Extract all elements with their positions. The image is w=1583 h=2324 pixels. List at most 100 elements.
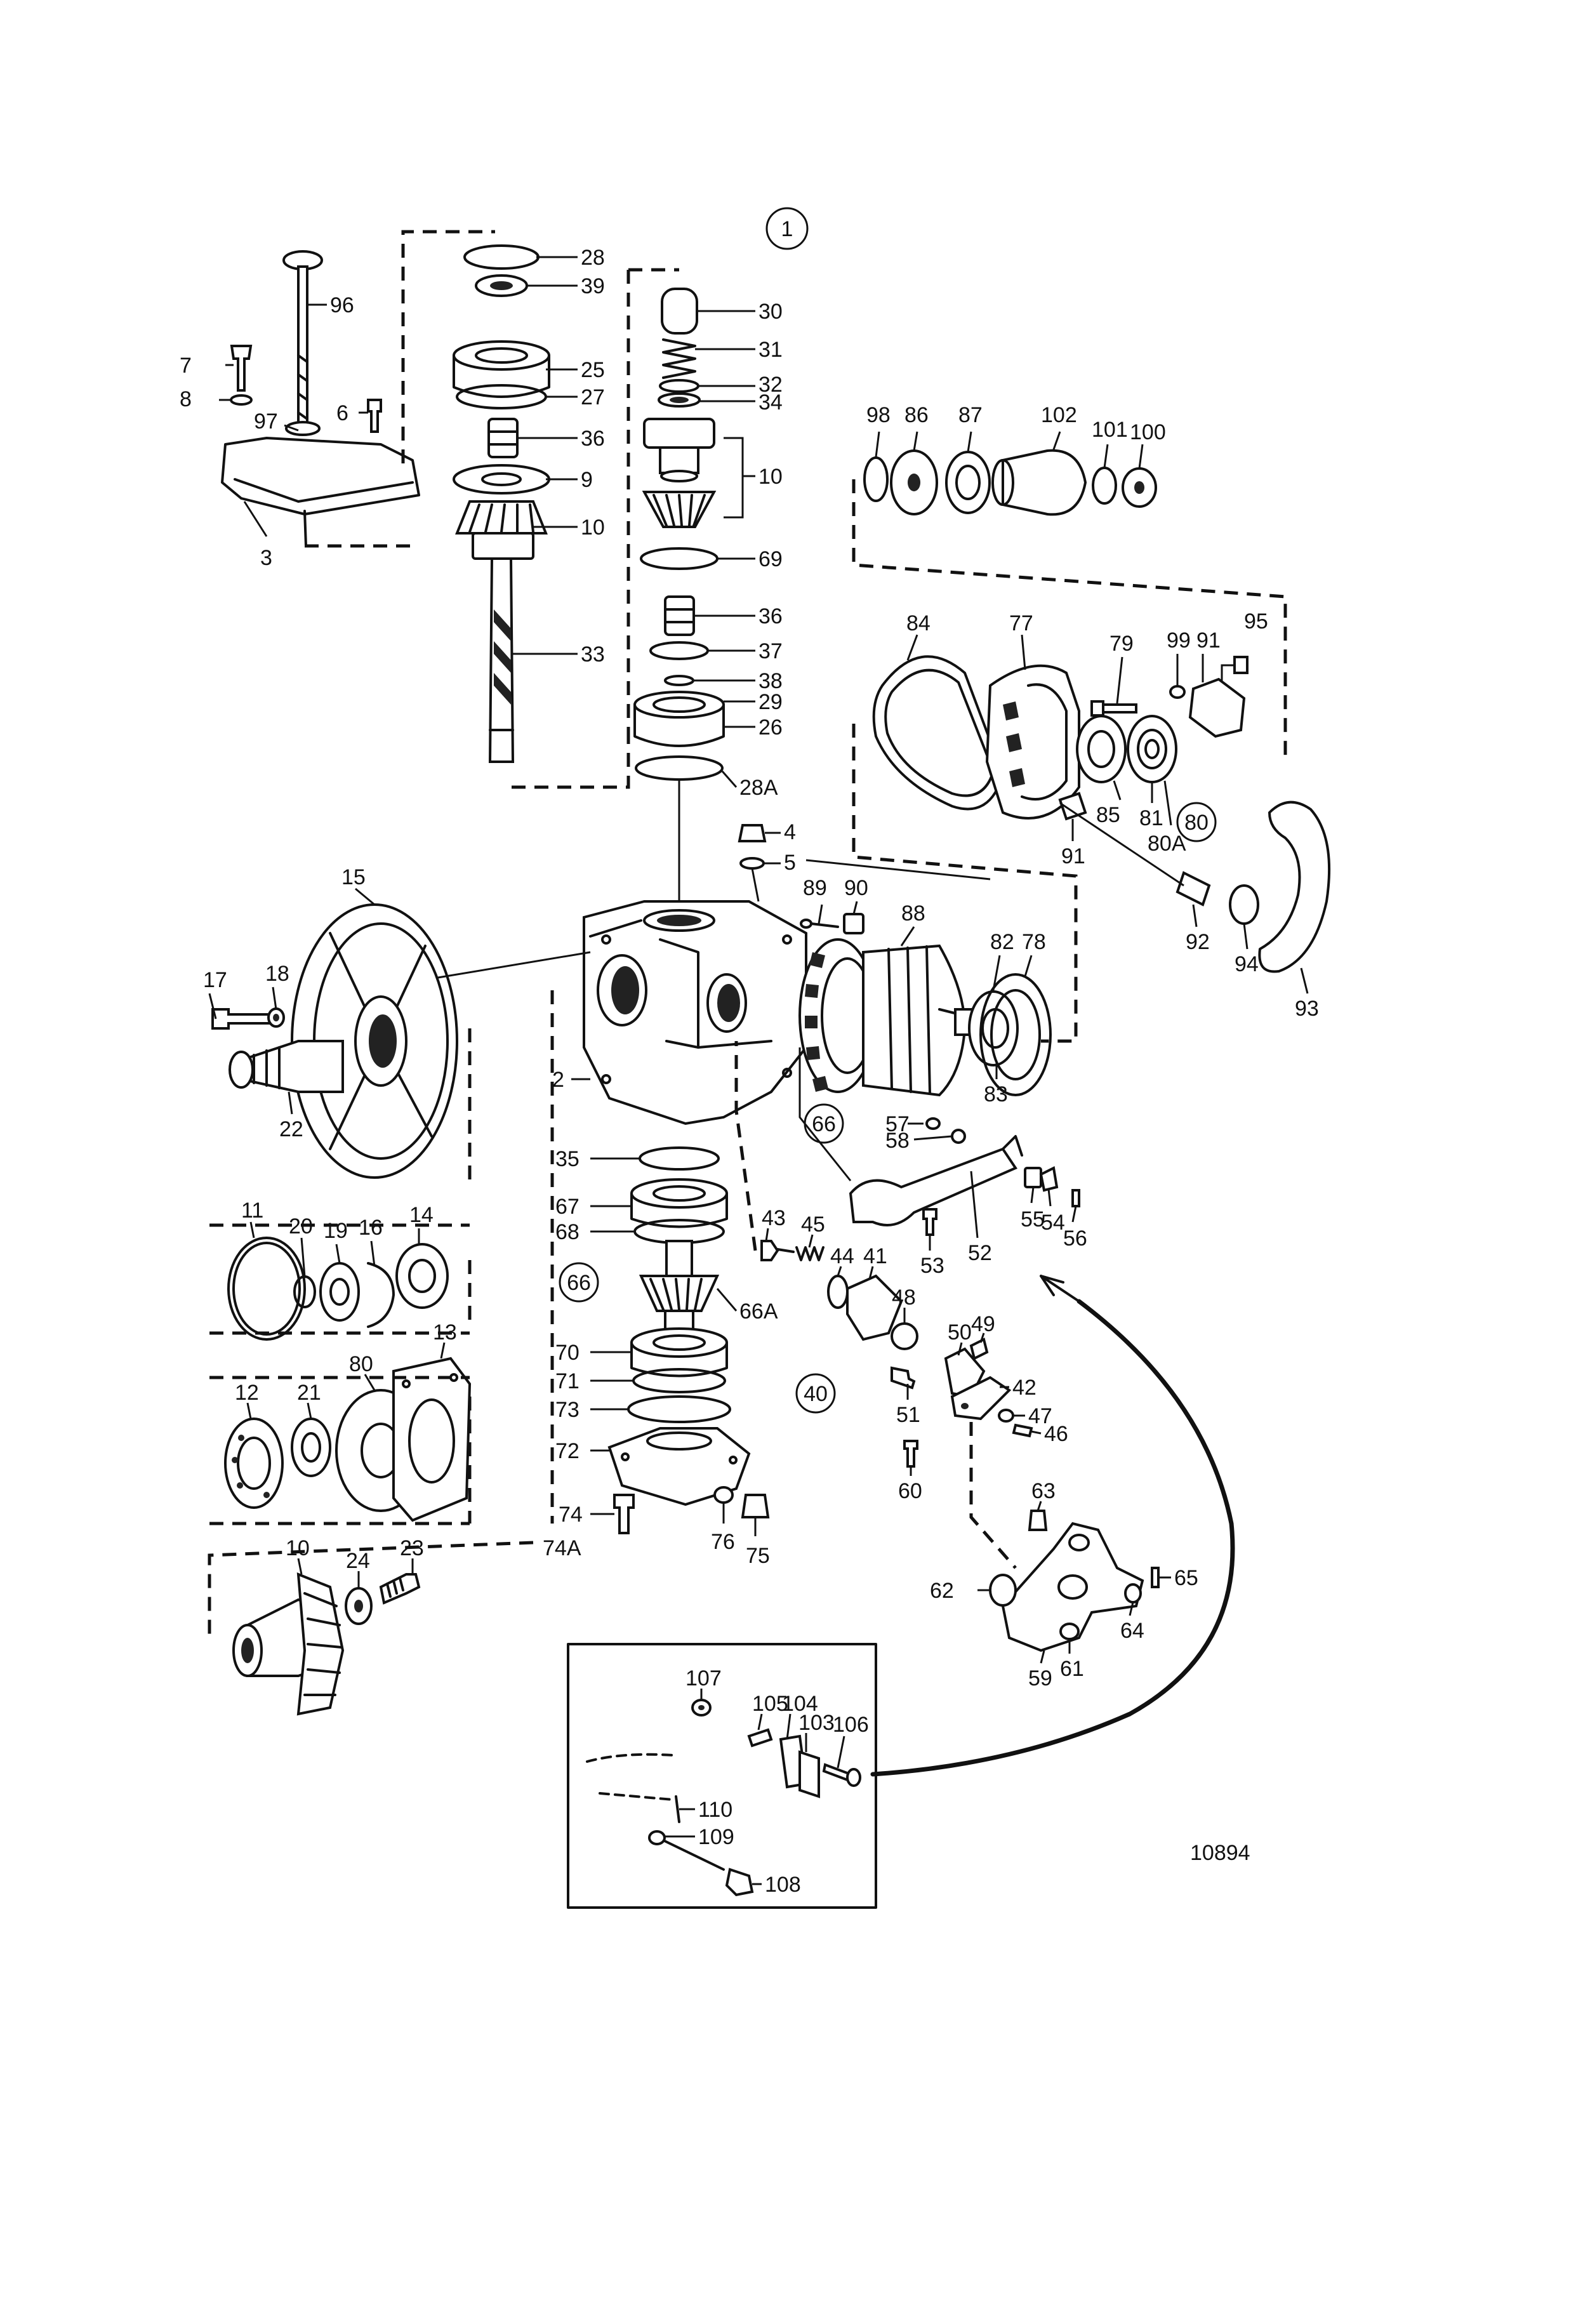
callout-10c: 10 — [286, 1536, 310, 1560]
callout-72: 72 — [555, 1439, 580, 1463]
callout-44: 44 — [830, 1244, 854, 1268]
callout-61: 61 — [1060, 1657, 1084, 1681]
callout-20: 20 — [289, 1214, 313, 1238]
pin-110 — [675, 1795, 680, 1823]
clip-91 — [1058, 792, 1087, 821]
callout-10b: 10 — [758, 465, 783, 489]
roller-bearing-36b — [664, 595, 695, 636]
plug-4 — [738, 824, 767, 842]
callout-42: 42 — [1012, 1376, 1037, 1400]
callout-68: 68 — [555, 1220, 580, 1244]
nut-47 — [998, 1409, 1014, 1423]
shim-78 — [979, 973, 1052, 1096]
callout-15: 15 — [341, 865, 366, 889]
cover-dashed-boundary — [401, 230, 495, 463]
main-gearbox-housing — [583, 824, 807, 1125]
circled-references: 80 66 66 40 — [559, 802, 1217, 1414]
upper-shaft-column — [453, 244, 550, 763]
top-right-dashed-boundary — [852, 479, 1287, 755]
bolt-7 — [230, 345, 253, 392]
callout-23: 23 — [400, 1536, 424, 1560]
callout-12: 12 — [235, 1381, 259, 1405]
bearing-housing-25 — [453, 340, 550, 371]
callout-13: 13 — [433, 1320, 457, 1345]
callout-77: 77 — [1009, 611, 1033, 635]
callout-88: 88 — [901, 901, 925, 926]
callout-labels: 28 39 25 27 36 9 10 33 96 7 8 97 6 3 30 … — [180, 246, 1319, 1897]
bearing-87 — [945, 451, 991, 514]
callout-41: 41 — [863, 1244, 887, 1268]
left-flange-assembly — [211, 903, 458, 1179]
bottom-gear-assembly — [232, 1572, 421, 1716]
callout-3: 3 — [260, 546, 272, 570]
callout-97: 97 — [254, 409, 278, 434]
callout-47: 47 — [1028, 1404, 1052, 1428]
callout-62: 62 — [930, 1579, 954, 1603]
bottom-cover-72 — [607, 1427, 751, 1506]
bracket-103 — [798, 1750, 820, 1798]
link-gearbox-to-housing — [805, 859, 991, 880]
callout-73: 73 — [555, 1398, 580, 1422]
washer-101 — [1092, 467, 1117, 505]
washer-8 — [230, 394, 253, 406]
callout-94: 94 — [1235, 952, 1259, 976]
o-ring-11 — [227, 1237, 306, 1341]
seal-48 — [891, 1322, 918, 1350]
washer-109 — [648, 1830, 666, 1845]
pin-65 — [1151, 1567, 1160, 1588]
shim-73 — [627, 1395, 731, 1423]
callout-74a: 74A — [543, 1536, 581, 1560]
flange-102 — [1002, 449, 1087, 516]
callout-102: 102 — [1041, 403, 1077, 427]
o-ring-28 — [463, 244, 540, 270]
callout-85: 85 — [1096, 803, 1120, 827]
shim-9 — [453, 464, 550, 495]
callout-110: 110 — [698, 1798, 732, 1822]
callout-35: 35 — [555, 1147, 580, 1171]
callout-109: 109 — [698, 1825, 734, 1849]
washer-37 — [649, 641, 709, 660]
top-right-seal-row — [863, 449, 1157, 516]
bearing-29 — [633, 691, 725, 719]
callout-80a: 80A — [1148, 832, 1186, 856]
callout-67: 67 — [555, 1195, 580, 1219]
washer-5 — [739, 857, 765, 870]
o-ring-35 — [639, 1146, 720, 1171]
callout-70: 70 — [555, 1341, 580, 1365]
callout-37: 37 — [758, 639, 783, 663]
callout-84: 84 — [906, 611, 931, 635]
control-lever-dashed-link — [969, 1422, 1017, 1569]
cover-assembly — [221, 250, 420, 547]
seal-row-a — [227, 1237, 449, 1341]
callout-58: 58 — [885, 1129, 910, 1153]
callout-71: 71 — [555, 1369, 580, 1393]
callout-52: 52 — [968, 1241, 992, 1265]
ring-38 — [664, 675, 694, 686]
shift-linkage-dashed-link — [734, 1041, 757, 1251]
detail-inset-frame — [567, 1643, 877, 1909]
callout-92: 92 — [1186, 930, 1210, 954]
seal-14 — [395, 1243, 449, 1309]
bolt-89 — [800, 919, 812, 929]
callout-86: 86 — [904, 403, 929, 427]
callout-103: 103 — [798, 1711, 835, 1735]
callout-93: 93 — [1295, 997, 1319, 1021]
callout-91b: 91 — [1061, 844, 1085, 868]
callout-89: 89 — [803, 876, 827, 900]
bolt-51 — [891, 1366, 916, 1390]
pin-105 — [747, 1728, 773, 1748]
spring-31 — [662, 338, 696, 379]
callout-43: 43 — [762, 1206, 786, 1230]
stud-63 — [1028, 1510, 1048, 1531]
callout-60: 60 — [898, 1479, 922, 1503]
hose-93 — [1258, 800, 1331, 973]
callout-5: 5 — [784, 851, 796, 875]
washer-32 — [659, 379, 699, 393]
fitting-92 — [1176, 871, 1211, 906]
block-55 — [1024, 1167, 1042, 1188]
bearing-70 — [630, 1327, 728, 1358]
pinion-shaft-66 — [665, 1240, 693, 1277]
callout-50: 50 — [948, 1320, 972, 1345]
callout-39: 39 — [581, 274, 605, 298]
